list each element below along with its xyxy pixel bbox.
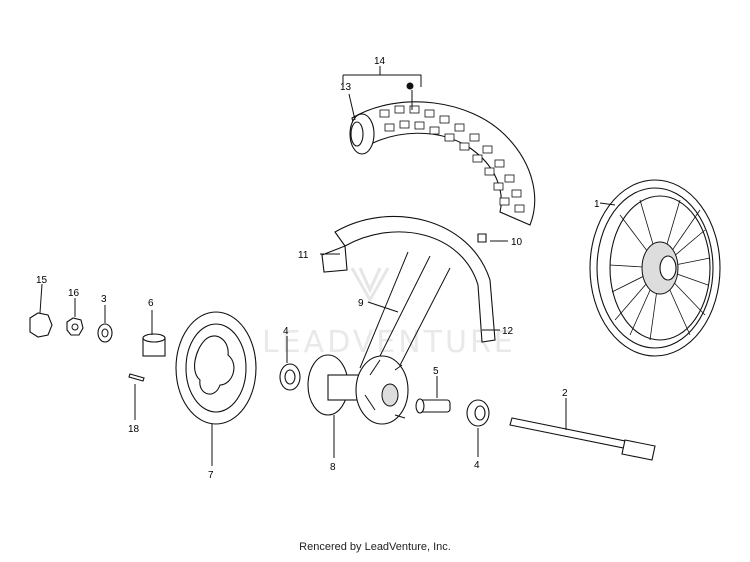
callout-4a: 4 bbox=[283, 326, 289, 337]
callout-14: 14 bbox=[374, 56, 386, 67]
valve-part bbox=[477, 233, 487, 243]
callout-9: 9 bbox=[358, 298, 364, 309]
watermark-text: LEADVENTURE bbox=[262, 325, 516, 360]
axle-nut-part bbox=[29, 312, 53, 338]
callout-12: 12 bbox=[502, 326, 514, 337]
callout-2: 2 bbox=[562, 388, 568, 399]
callout-16: 16 bbox=[68, 288, 80, 299]
callout-8: 8 bbox=[330, 462, 336, 473]
axle-part bbox=[509, 417, 656, 461]
callout-6: 6 bbox=[148, 298, 154, 309]
callout-15: 15 bbox=[36, 275, 48, 286]
callout-10: 10 bbox=[511, 237, 523, 248]
collar-part bbox=[142, 333, 166, 357]
callout-5: 5 bbox=[433, 366, 439, 377]
callout-1: 1 bbox=[594, 199, 600, 210]
callout-11: 11 bbox=[298, 250, 309, 261]
callout-4b: 4 bbox=[474, 460, 480, 471]
hub-part bbox=[307, 354, 409, 425]
parts-diagram: LEADVENTURE bbox=[29, 56, 721, 481]
wheel-assembly-part bbox=[589, 179, 721, 357]
watermark-logo: LEADVENTURE bbox=[262, 267, 516, 360]
callout-18: 18 bbox=[128, 424, 140, 435]
callout-13: 13 bbox=[340, 82, 352, 93]
callout-3: 3 bbox=[101, 294, 107, 305]
rim-band-part bbox=[321, 215, 496, 376]
footer-credit: Rencered by LeadVenture, Inc. bbox=[299, 541, 451, 553]
bolt-part bbox=[128, 373, 145, 382]
spacer-part bbox=[415, 398, 451, 414]
brake-disc-part bbox=[175, 311, 257, 425]
tire-part bbox=[349, 101, 536, 226]
callout-7: 7 bbox=[208, 470, 214, 481]
